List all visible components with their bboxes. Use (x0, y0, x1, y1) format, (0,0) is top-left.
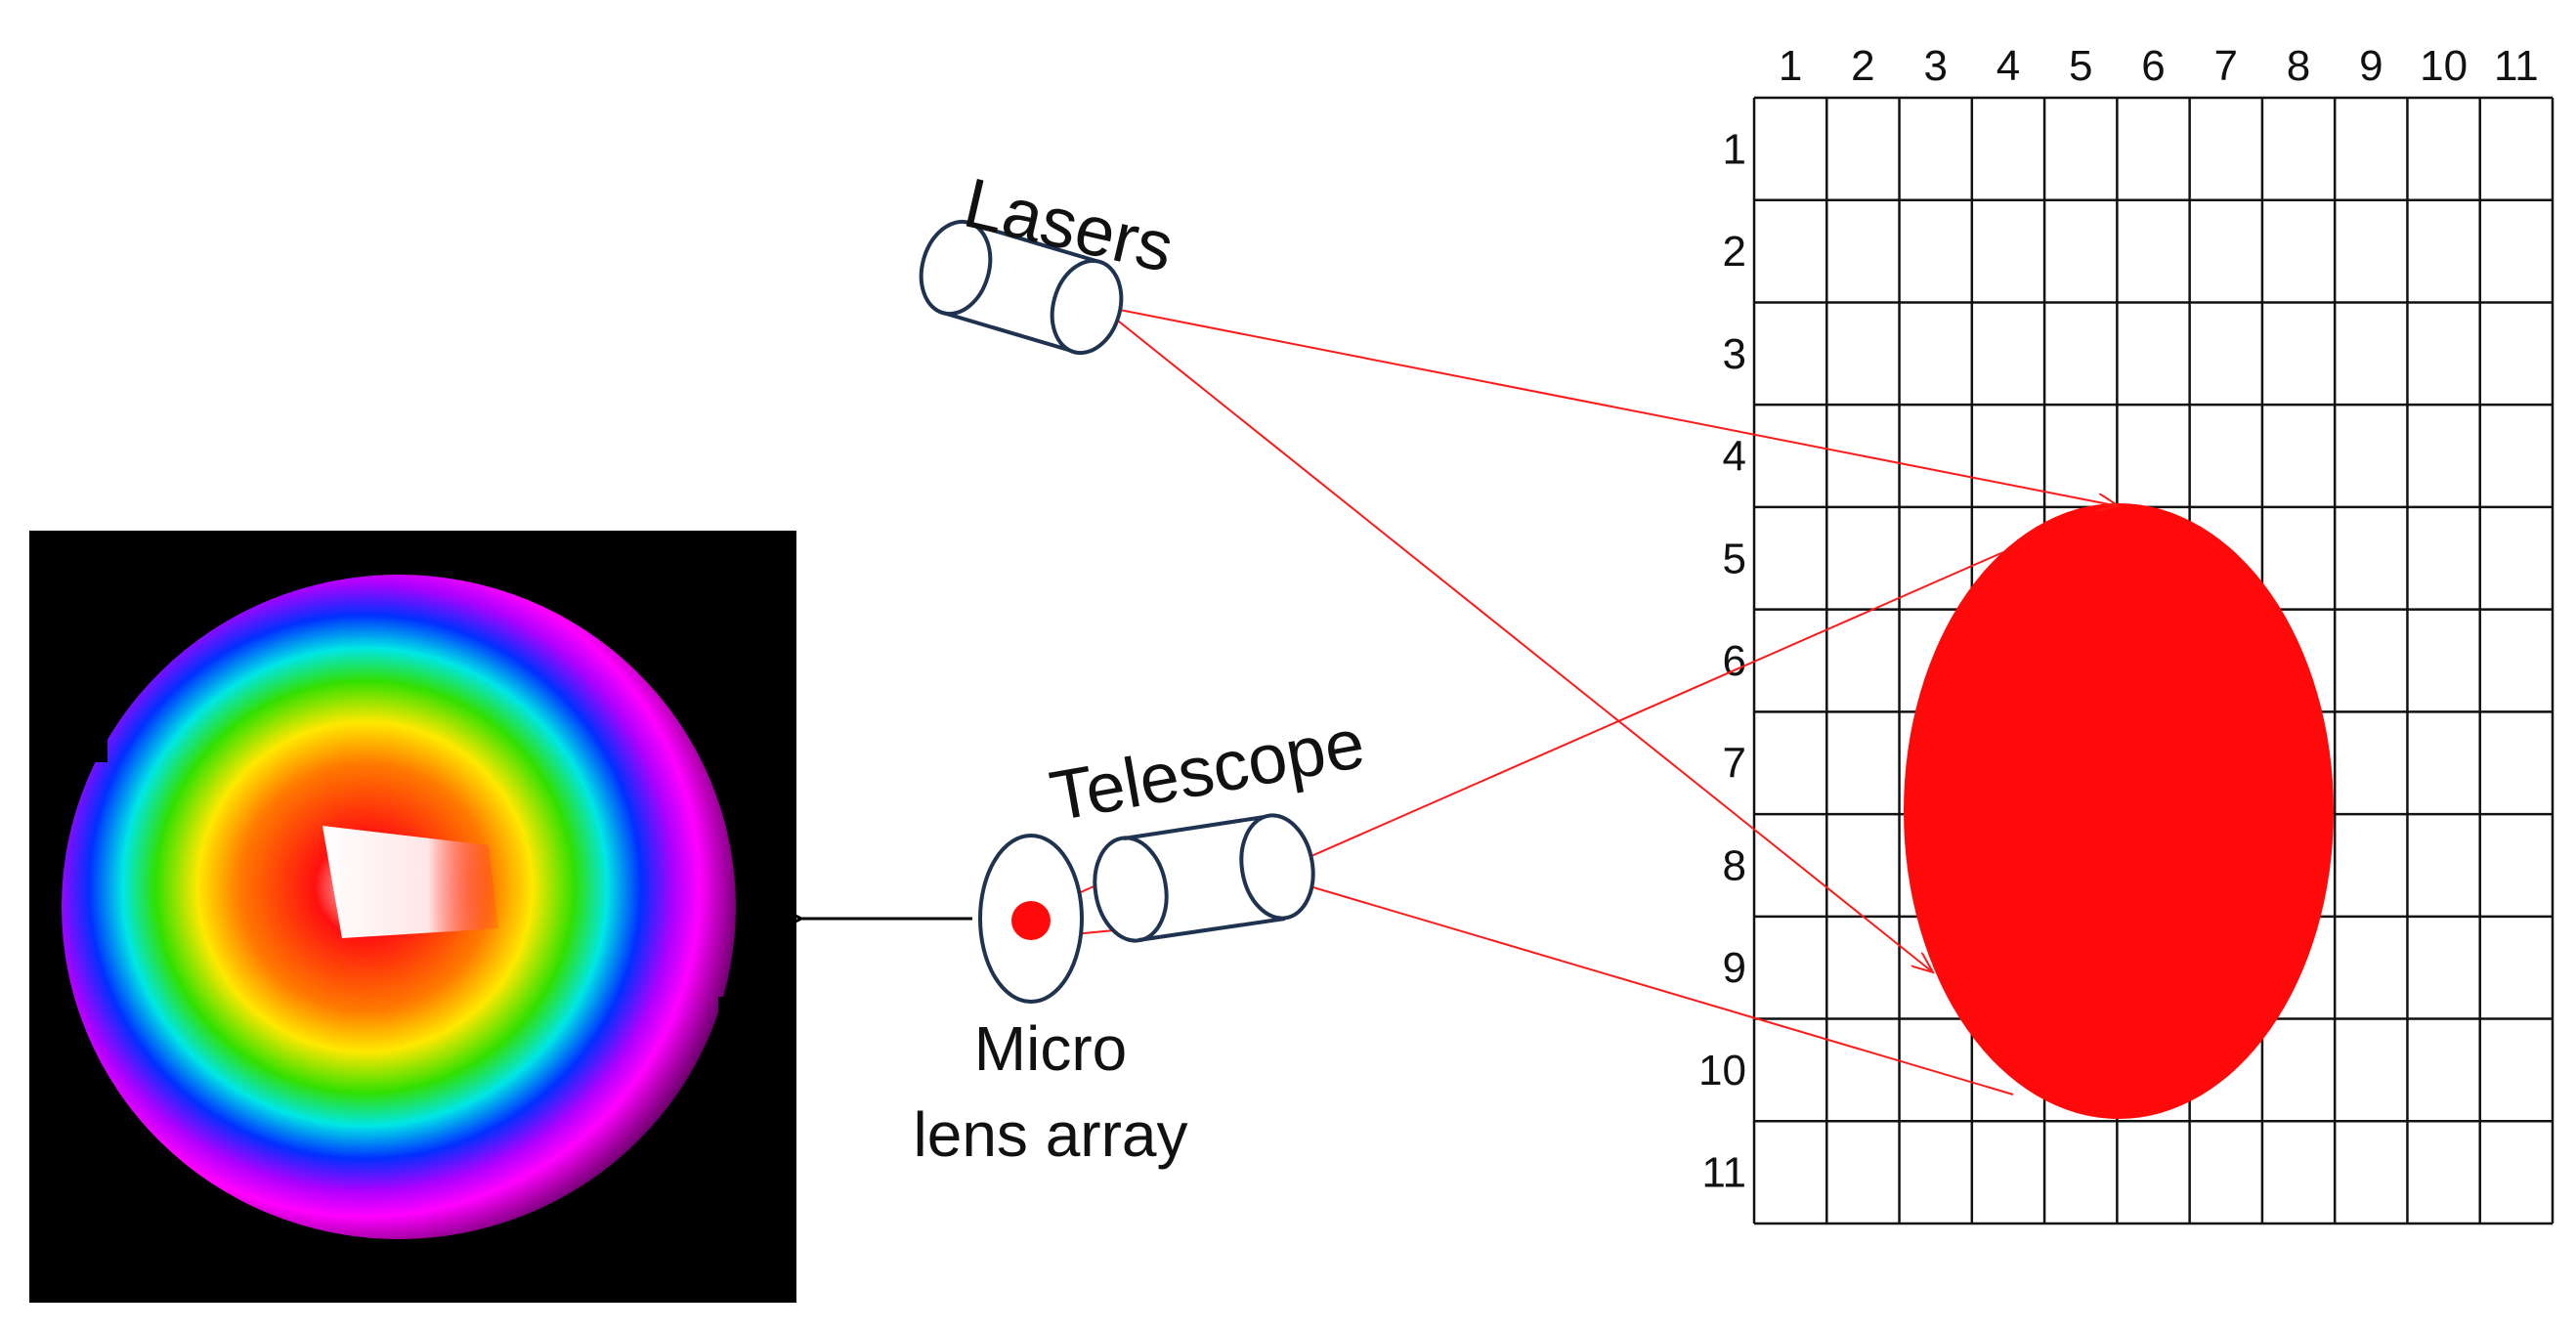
grid-column-label: 6 (2141, 42, 2165, 90)
grid-row-label: 1 (1723, 125, 1746, 173)
grid-row-label: 2 (1723, 228, 1746, 276)
grid-row-label: 10 (1698, 1047, 1746, 1095)
grid-column-label: 5 (2069, 42, 2092, 90)
grid-column-label: 2 (1851, 42, 1874, 90)
grid-column-label: 4 (1996, 42, 2020, 90)
telescope-label: Telescope (1045, 705, 1370, 837)
grid-row-label: 6 (1723, 637, 1746, 685)
target-spot (1904, 503, 2334, 1119)
laser-beams (1034, 305, 2119, 1095)
grid-column-label: 8 (2287, 42, 2310, 90)
grid-column-labels: 1 2 3 4 5 6 7 8 9 10 11 (1779, 42, 2539, 90)
micro-lens-label-line1: Micro (974, 1013, 1127, 1084)
lasers-cylinder (919, 219, 1124, 356)
micro-lens-array (978, 834, 1084, 1004)
grid-row-label: 11 (1701, 1149, 1746, 1197)
grid-row-labels: 1 2 3 4 5 6 7 8 9 10 11 (1698, 125, 1746, 1196)
focal-spot (1011, 901, 1051, 940)
intensity-image (29, 531, 796, 1303)
grid-row-label: 5 (1723, 535, 1746, 582)
grid-column-label: 7 (2214, 42, 2238, 90)
grid-row-label: 4 (1723, 433, 1746, 481)
grid-row-label: 7 (1723, 740, 1746, 788)
grid-column-label: 9 (2359, 42, 2383, 90)
micro-lens-label-line2: lens array (914, 1099, 1188, 1170)
telescope-cylinder (1093, 813, 1315, 943)
grid-column-label: 3 (1923, 42, 1947, 90)
grid-row-label: 8 (1723, 841, 1746, 889)
grid-row-label: 3 (1723, 330, 1746, 378)
grid-row-label: 9 (1723, 944, 1746, 992)
grid-column-label: 10 (2420, 42, 2468, 90)
grid-column-label: 11 (2494, 42, 2539, 90)
grid-column-label: 1 (1779, 42, 1802, 90)
